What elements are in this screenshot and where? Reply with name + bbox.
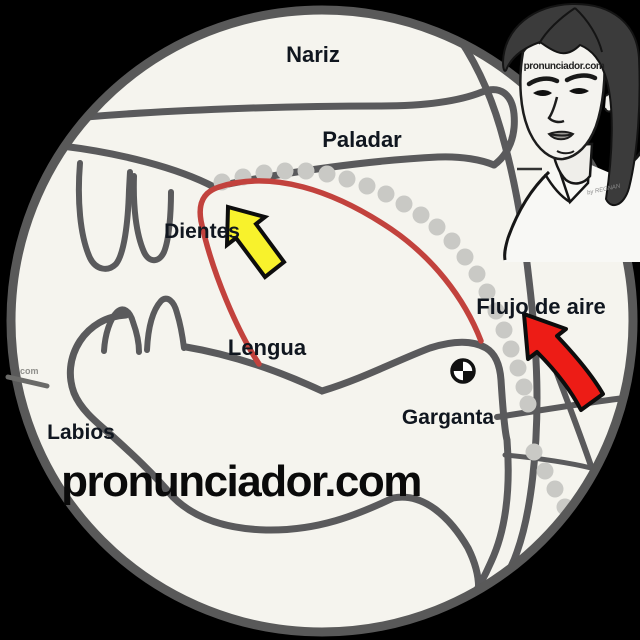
tongue-outline-red: [197, 178, 484, 367]
airflow-dot: [478, 283, 496, 301]
lip-jaw-outline: [66, 311, 483, 600]
airflow-dot: [519, 395, 537, 413]
airflow-dot: [525, 443, 543, 461]
airflow-dot: [546, 480, 564, 498]
shoulder-line: [503, 170, 551, 261]
airflow-dot: [338, 170, 356, 188]
edge-watermark-fragment: com: [20, 366, 39, 376]
airflow-dot: [255, 164, 273, 182]
airflow-dot: [515, 378, 533, 396]
airflow-dot: [502, 340, 520, 358]
hair-part-lines: [538, 7, 603, 53]
label-nariz: Nariz: [286, 42, 340, 67]
left-lapel-line: [543, 173, 571, 204]
airflow-arrow-icon: [522, 312, 605, 412]
airflow-dot: [456, 248, 474, 266]
airflow-dot: [443, 232, 461, 250]
airflow-dot-trail: [213, 162, 574, 516]
target-marker-quadrant-1: [452, 360, 463, 371]
forehead-watermark: pronunciador.com: [524, 61, 605, 72]
airflow-dot: [468, 265, 486, 283]
nose-line: [547, 96, 565, 124]
tongue-floor-throat-line: [182, 338, 512, 606]
label-flujo-de-aire: Flujo de aire: [476, 294, 606, 319]
airflow-dot: [377, 185, 395, 203]
target-marker-quadrant-2: [463, 371, 474, 382]
chin-crease: [556, 150, 575, 155]
label-dientes: Dientes: [164, 220, 240, 243]
airflow-dot: [276, 162, 294, 180]
left-eye: [533, 90, 552, 96]
articulation-pointer-arrow-icon: [224, 204, 287, 280]
palate-top-line: [82, 86, 518, 169]
lower-tooth-1: [101, 306, 142, 355]
airflow-dot: [395, 195, 413, 213]
palate-bottom-line: [58, 142, 498, 191]
main-watermark: pronunciador.com: [61, 457, 421, 506]
airflow-dot: [536, 462, 554, 480]
lower-pharynx-line-2: [502, 452, 594, 471]
left-eyebrow: [526, 76, 560, 87]
upper-tooth-1: [75, 160, 133, 272]
mouth-line: [548, 133, 574, 137]
airflow-dot: [428, 218, 446, 236]
airflow-dot: [318, 165, 336, 183]
airflow-dot: [297, 162, 315, 180]
airflow-dot: [495, 321, 513, 339]
label-lengua: Lengua: [228, 335, 307, 360]
label-paladar: Paladar: [322, 127, 402, 152]
label-labios: Labios: [47, 421, 115, 444]
upper-tooth-2: [130, 173, 174, 264]
lower-tooth-2: [144, 295, 187, 353]
right-eyebrow: [564, 73, 598, 83]
anatomy-group: [58, 24, 627, 610]
airflow-dot: [487, 302, 505, 320]
lens-border: [6, 5, 638, 637]
lower-pharynx-line-1: [494, 395, 627, 420]
throat-target-marker: [450, 358, 476, 384]
label-garganta: Garganta: [402, 406, 495, 429]
airflow-dot: [412, 206, 430, 224]
edge-dash: [5, 374, 50, 389]
airflow-dot: [358, 177, 376, 195]
shirt: [504, 153, 640, 262]
right-eye: [569, 88, 589, 94]
airflow-dot: [509, 359, 527, 377]
face-illustration: pronunciador.com by REGNAN: [501, 2, 640, 262]
